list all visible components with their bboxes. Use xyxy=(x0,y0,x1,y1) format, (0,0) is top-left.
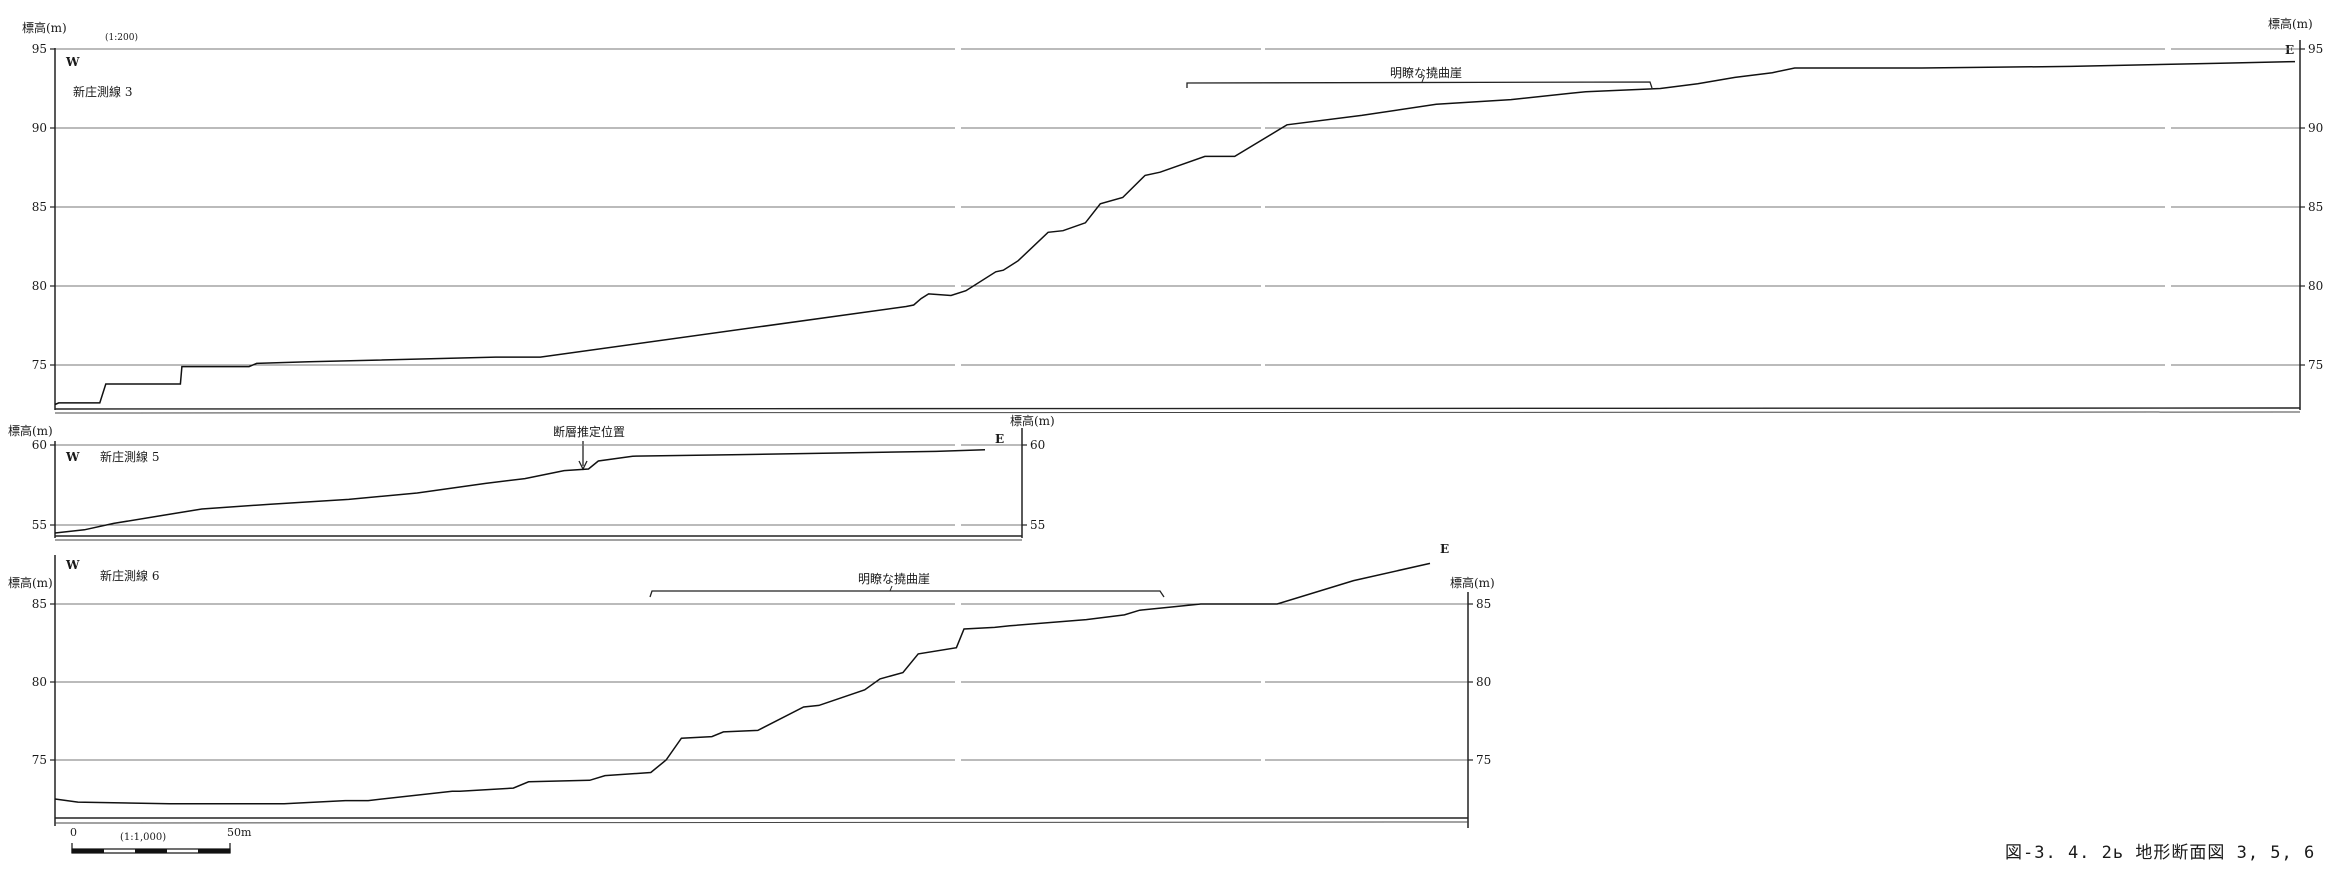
left-tick-label: 75 xyxy=(32,753,47,767)
panel6-annotation: 明瞭な撓曲崖 xyxy=(858,572,930,586)
panel5-annotation: 断層推定位置 xyxy=(553,424,625,439)
panel5-dir-west: W xyxy=(65,450,80,464)
left-tick-label: 80 xyxy=(32,279,47,293)
panel6-tick-labels: 75 75 80 80 85 85 xyxy=(32,597,1492,767)
panel6-ylabel-left: 標高(m) xyxy=(8,575,53,590)
panel6-dir-east: E xyxy=(1440,542,1449,556)
scale-bar-segment-1 xyxy=(72,849,104,853)
left-tick-label: 55 xyxy=(32,518,47,532)
panel3-tick-labels: 75 75 80 80 85 85 90 90 95 95 xyxy=(32,42,2324,372)
panel5-ylabel-left: 標高(m) xyxy=(8,423,53,438)
panel3-scale-note: (1:200) xyxy=(105,32,138,43)
scale-bar-segment-3 xyxy=(135,849,167,853)
panel-line-6: 標高(m) 標高(m) W E 新庄測線 6 明瞭な撓曲崖 75 75 80 80 85… xyxy=(8,542,1495,828)
right-tick-label: 60 xyxy=(1030,438,1045,452)
right-tick-label: 75 xyxy=(1476,753,1491,767)
right-tick-label: 80 xyxy=(2308,279,2323,293)
scale-bar: 0 50m (1:1,000) xyxy=(70,826,252,854)
right-tick-label: 85 xyxy=(2308,200,2323,214)
panel3-annotation-tick xyxy=(1421,76,1425,83)
panel6-annotation-tick xyxy=(889,585,893,592)
scale-bar-segment-5 xyxy=(198,849,230,853)
panel3-line-label: 新庄測線 3 xyxy=(73,84,132,99)
panel6-grid xyxy=(55,603,1468,761)
panel3-annotation: 明瞭な撓曲崖 xyxy=(1390,66,1462,80)
left-tick-label: 60 xyxy=(32,438,47,452)
figure-caption: 図-3. 4. 2ь 地形断面図 3, 5, 6 xyxy=(2005,843,2316,863)
right-tick-label: 95 xyxy=(2308,42,2323,56)
right-tick-label: 90 xyxy=(2308,121,2323,135)
panel5-ylabel-right: 標高(m) xyxy=(1010,413,1055,428)
panel6-line-label: 新庄測線 6 xyxy=(100,568,159,583)
panel5-dir-east: E xyxy=(995,432,1004,446)
scale-bar-zero-label: 0 xyxy=(70,826,77,839)
panel3-profile-line xyxy=(54,60,2296,406)
panel6-ylabel-right: 標高(m) xyxy=(1450,575,1495,590)
panel3-baseline-2 xyxy=(54,411,2301,414)
panel6-profile-line xyxy=(54,562,1431,805)
scale-bar-end-label: 50m xyxy=(227,826,252,839)
panel5-tick-labels: 55 55 60 60 xyxy=(32,438,1046,532)
left-tick-label: 85 xyxy=(32,597,47,611)
right-tick-label: 75 xyxy=(2308,358,2323,372)
panel6-baseline-2 xyxy=(54,821,1469,824)
left-tick-label: 95 xyxy=(32,42,47,56)
left-tick-label: 85 xyxy=(32,200,47,214)
left-tick-label: 80 xyxy=(32,675,47,689)
right-tick-label: 55 xyxy=(1030,518,1045,532)
panel3-annotation-bracket xyxy=(1186,81,1653,89)
panel5-line-label: 新庄測線 5 xyxy=(100,449,159,464)
panel6-annotation-bracket xyxy=(649,590,1165,598)
panel3-ylabel-left: 標高(m) xyxy=(22,20,67,35)
panel5-profile-line xyxy=(54,449,986,534)
right-tick-label: 80 xyxy=(1476,675,1491,689)
panel6-dir-west: W xyxy=(65,558,80,572)
panel3-ylabel-right: 標高(m) xyxy=(2268,16,2313,31)
scale-bar-ratio: (1:1,000) xyxy=(120,832,166,843)
panel3-dir-east: E xyxy=(2285,43,2294,57)
panel5-grid xyxy=(55,444,1022,526)
panel-line-5: 標高(m) 標高(m) W E 新庄測線 5 断層推定位置 55 55 60 60 xyxy=(8,413,1055,541)
panel3-grid xyxy=(55,48,2300,366)
panel-line-3: 標高(m) (1:200) 標高(m) W E 新庄測線 3 明瞭な撓曲崖 75… xyxy=(22,16,2324,414)
left-tick-label: 90 xyxy=(32,121,47,135)
panel3-dir-west: W xyxy=(65,55,80,69)
right-tick-label: 85 xyxy=(1476,597,1491,611)
panel3-baseline xyxy=(54,407,2301,410)
left-tick-label: 75 xyxy=(32,358,47,372)
